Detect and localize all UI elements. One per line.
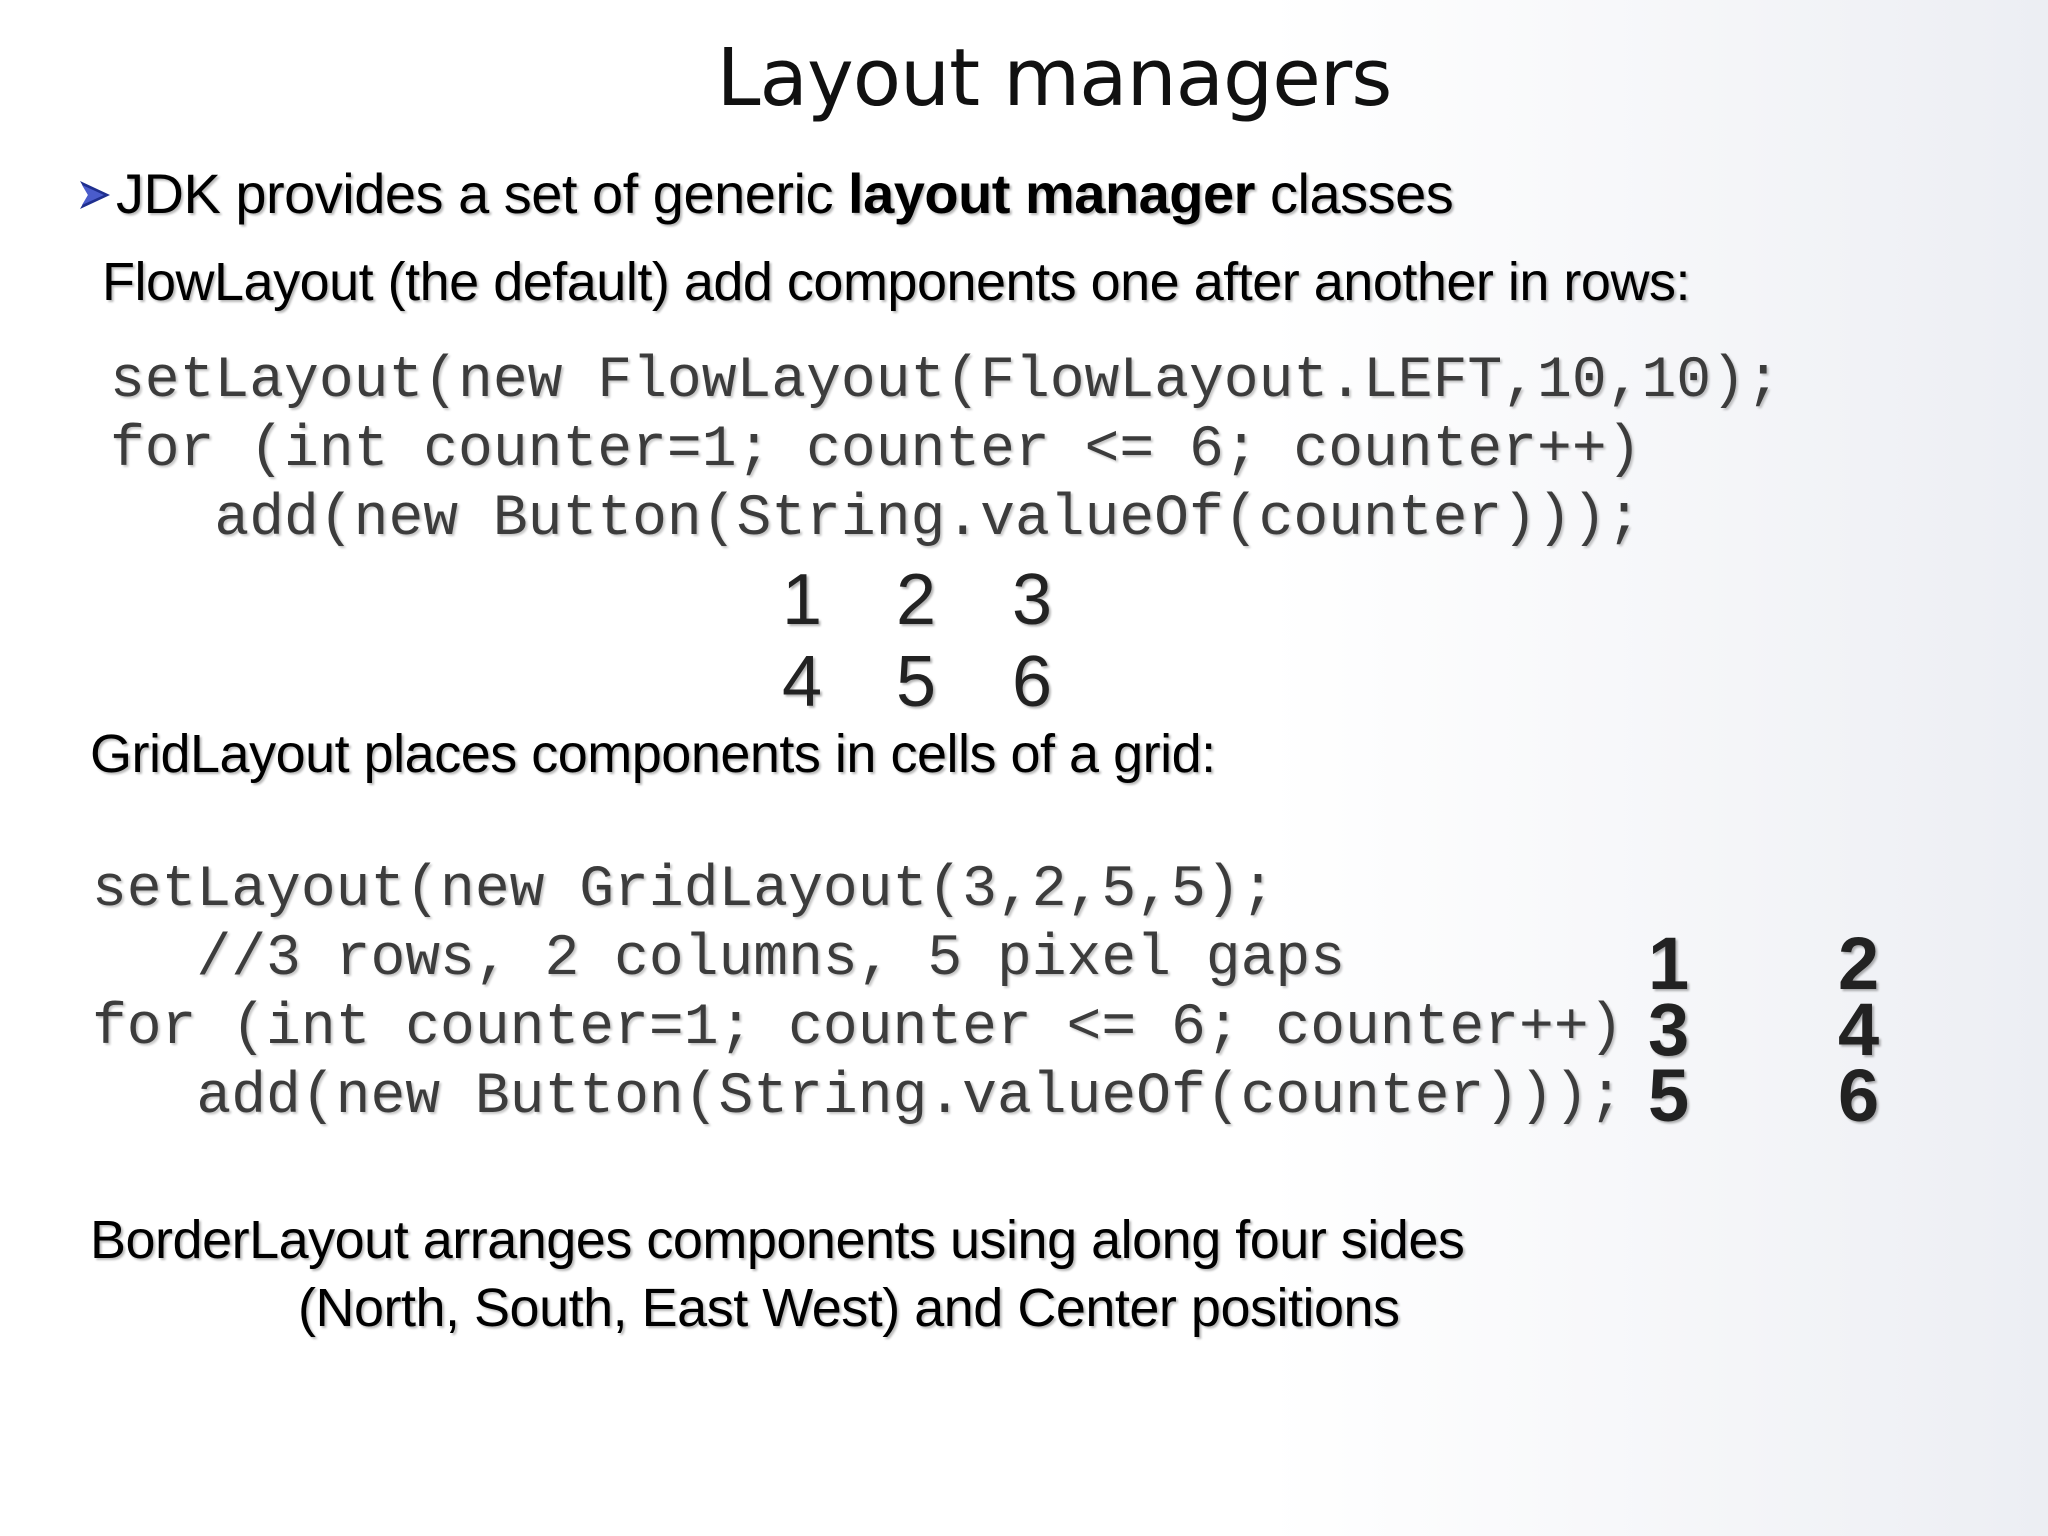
grid-code-line-2: //3 rows, 2 columns, 5 pixel gaps: [92, 927, 1346, 992]
bullet-text-start: JDK provides a set of generic: [116, 162, 849, 225]
flow-code-line-3: add(new Button(String.valueOf(counter)))…: [110, 487, 1642, 552]
grid-cell: 4: [1838, 988, 1880, 1071]
grid-cell: 2: [1838, 922, 1880, 1005]
borderlayout-description-line-1: BorderLayout arranges components using a…: [90, 1210, 1465, 1270]
grid-code-line-3: for (int counter=1; counter <= 6; counte…: [92, 996, 1624, 1061]
flow-cell: 1: [782, 560, 823, 640]
grid-cell: 3: [1648, 988, 1690, 1071]
flow-cell: 3: [1012, 560, 1053, 640]
flow-cell: 5: [896, 642, 937, 722]
slide-title: Layout managers: [716, 32, 1393, 124]
gridlayout-description: GridLayout places components in cells of…: [90, 724, 1216, 784]
bullet-text-bold: layout manager: [848, 162, 1255, 225]
flow-cell: 2: [896, 560, 937, 640]
flow-code-line-1: setLayout(new FlowLayout(FlowLayout.LEFT…: [110, 349, 1781, 414]
flowlayout-description: FlowLayout (the default) add components …: [102, 252, 1690, 312]
grid-code-line-1: setLayout(new GridLayout(3,2,5,5);: [92, 858, 1276, 923]
grid-code-line-4: add(new Button(String.valueOf(counter)))…: [92, 1065, 1624, 1130]
flow-cell: 4: [782, 642, 823, 722]
bullet-jdk-layout-managers: JDK provides a set of generic layout man…: [78, 160, 1454, 228]
borderlayout-description-line-2: (North, South, East West) and Center pos…: [298, 1278, 1400, 1338]
arrow-bullet-icon: [80, 181, 110, 209]
grid-cell: 5: [1648, 1054, 1690, 1137]
flow-cell: 6: [1012, 642, 1053, 722]
grid-cell: 6: [1838, 1054, 1880, 1137]
grid-cell: 1: [1648, 922, 1690, 1005]
bullet-text-end: classes: [1254, 162, 1454, 225]
flow-code-line-2: for (int counter=1; counter <= 6; counte…: [110, 418, 1642, 483]
